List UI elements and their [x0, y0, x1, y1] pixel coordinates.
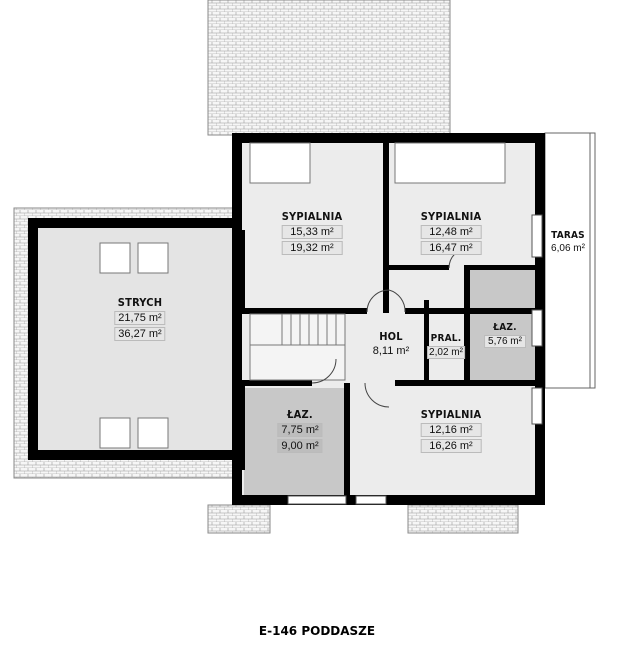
room-taras: TARAS 6,06 m² — [548, 230, 588, 254]
room-area-total: 16,26 m² — [420, 439, 482, 453]
room-hol: HOL 8,11 m² — [370, 330, 412, 357]
plan-caption: E-146 PODDASZE — [258, 624, 376, 638]
room-name: SYPIALNIA — [281, 210, 343, 223]
room-area-total: 16,47 m² — [420, 241, 482, 255]
room-area: 6,06 m² — [548, 243, 588, 254]
room-name: HOL — [379, 330, 403, 343]
room-area-total: 9,00 m² — [277, 439, 323, 453]
room-area-total: 36,27 m² — [114, 327, 166, 341]
stairs — [249, 313, 346, 381]
room-lazienka-1: ŁAZ. 5,76 m² — [484, 322, 526, 348]
roof-windows — [99, 142, 506, 449]
room-name: SYPIALNIA — [420, 210, 482, 223]
room-area: 21,75 m² — [114, 311, 166, 325]
room-name: TARAS — [551, 230, 585, 241]
room-strych: STRYCH 21,75 m² 36,27 m² — [114, 296, 166, 341]
roof-bottom-left — [207, 504, 271, 534]
terrace — [544, 132, 596, 389]
room-area: 12,16 m² — [420, 423, 482, 437]
room-area: 12,48 m² — [420, 225, 482, 239]
room-area: 7,75 m² — [277, 423, 323, 437]
room-lazienka-2: ŁAZ. 7,75 m² 9,00 m² — [277, 408, 323, 453]
roof-bottom-right — [407, 504, 519, 534]
windows — [287, 214, 543, 505]
room-name: ŁAZ. — [287, 408, 313, 421]
room-sypialnia-2: SYPIALNIA 12,48 m² 16,47 m² — [420, 210, 482, 255]
room-name: ŁAZ. — [493, 322, 517, 333]
room-sypialnia-3: SYPIALNIA 12,16 m² 16,26 m² — [420, 408, 482, 453]
bathroom-1-floor — [470, 270, 535, 380]
roof-top — [207, 0, 451, 136]
room-area-total: 19,32 m² — [281, 241, 343, 255]
interior-walls — [237, 143, 540, 498]
room-name: STRYCH — [117, 296, 163, 309]
room-name: SYPIALNIA — [420, 408, 482, 421]
room-area: 5,76 m² — [484, 335, 526, 348]
room-name: PRAL. — [430, 333, 462, 344]
room-sypialnia-1: SYPIALNIA 15,33 m² 19,32 m² — [281, 210, 343, 255]
room-area: 2,02 m² — [427, 346, 465, 359]
room-pralnia: PRAL. 2,02 m² — [427, 333, 465, 359]
room-area: 8,11 m² — [372, 345, 410, 357]
room-area: 15,33 m² — [281, 225, 343, 239]
